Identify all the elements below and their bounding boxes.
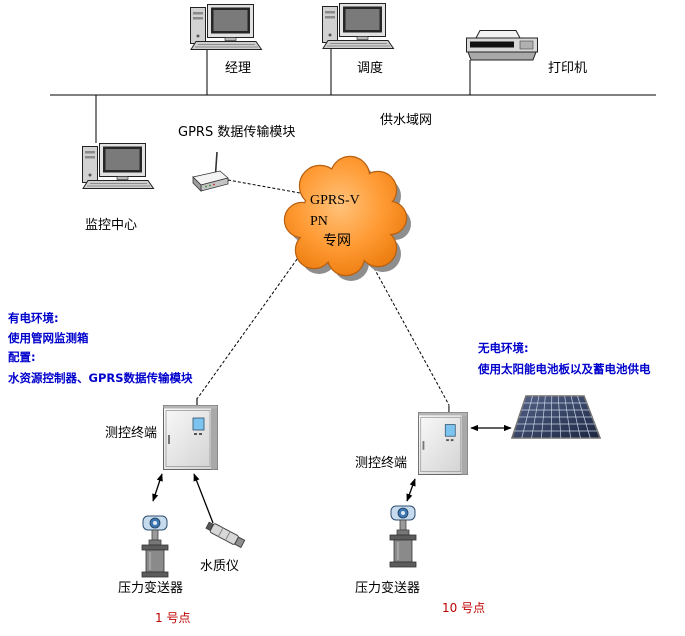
modem-to-cloud-link [227, 179, 301, 194]
cloud-label-line-2: PN [310, 214, 328, 229]
pressure-transmitter-1-icon [141, 515, 169, 578]
solar-panel-grid [514, 395, 598, 439]
terminal-1-label: 测控终端 [105, 425, 157, 441]
pressure-transmitter-10-icon [389, 505, 417, 568]
gprs-vpn-cloud-icon [283, 155, 411, 281]
gprs-module-label: GPRS 数据传输模块 [178, 124, 295, 140]
pressure-transmitter-10-label: 压力变送器 [355, 580, 420, 596]
cloud-body [285, 157, 406, 275]
site-10-name: 10 号点 [442, 601, 485, 615]
cloud-to-terminal-1-link [196, 254, 301, 400]
gprs-modem-icon [192, 151, 229, 192]
site-1-note-line: 有电环境: [8, 311, 59, 325]
terminal-1-cabinet-icon [162, 397, 219, 471]
lan-label: 供水域网 [380, 113, 432, 128]
site-1-name: 1 号点 [155, 611, 190, 625]
water-quality-meter-icon [205, 521, 246, 549]
monitor-center-computer-icon [82, 143, 154, 189]
dispatch-label: 调度 [357, 60, 383, 76]
site-1-note-line: 使用管网监测箱 [7, 331, 89, 345]
cloud-to-terminal-10-link [373, 267, 450, 406]
manager-computer-icon [190, 4, 262, 50]
dispatch-computer-icon [322, 3, 394, 49]
water-quality-meter-label: 水质仪 [200, 559, 239, 574]
site-1-note: 有电环境: 使用管网监测箱 配置: 水资源控制器、GPRS数据传输模块 [7, 311, 193, 385]
monitor-center-label: 监控中心 [85, 218, 137, 233]
site-10-note-line: 无电环境: [477, 341, 529, 355]
water-quality-to-terminal-arrow [193, 473, 214, 524]
site-1-note-line: 配置: [8, 350, 36, 364]
site-1-note-line: 水资源控制器、GPRS数据传输模块 [8, 371, 193, 385]
solar-panel-icon [510, 395, 602, 439]
printer-icon [466, 30, 538, 61]
manager-label: 经理 [225, 61, 251, 76]
site-10-note-line: 使用太阳能电池板以及蓄电池供电 [477, 362, 651, 376]
pressure-transmitter-1-label: 压力变送器 [118, 580, 183, 596]
terminal-10-pressure-arrow [406, 478, 416, 502]
cloud-label-line-3: 专网 [323, 233, 351, 249]
printer-label: 打印机 [548, 61, 587, 76]
terminal-10-label: 测控终端 [355, 455, 407, 471]
terminal-1-pressure-arrow [152, 473, 163, 502]
terminal-10-cabinet-icon [417, 404, 469, 476]
cloud-label-line-1: GPRS-V [310, 193, 360, 208]
site-10-note: 无电环境: 使用太阳能电池板以及蓄电池供电 [477, 341, 651, 376]
